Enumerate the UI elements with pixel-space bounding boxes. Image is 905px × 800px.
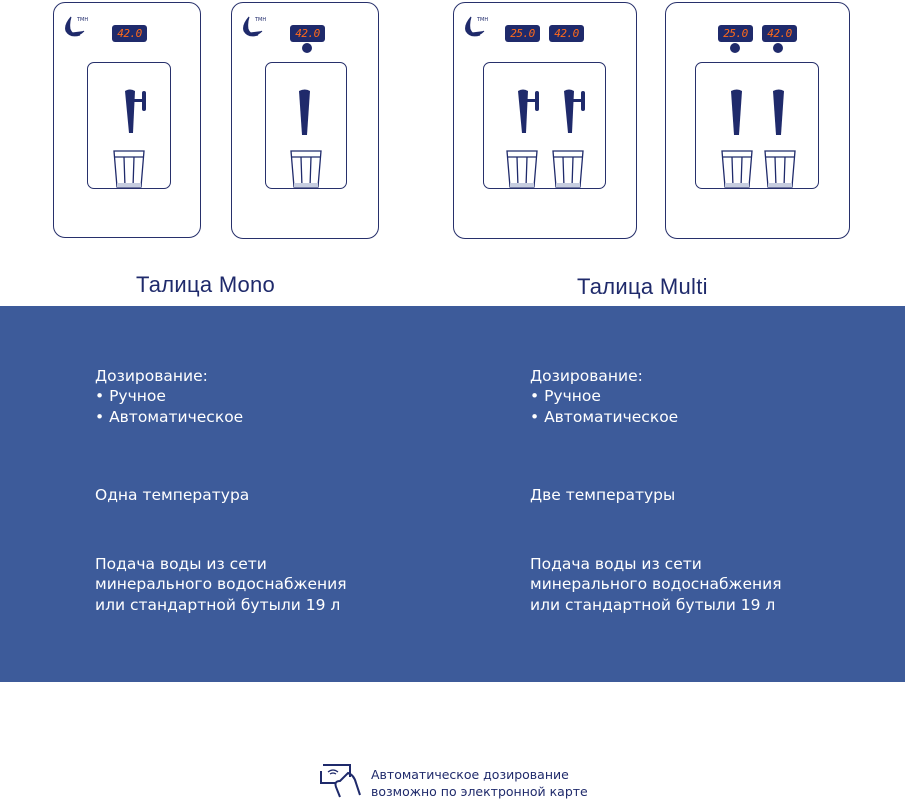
product-title-mono: Талица Mono (136, 272, 276, 297)
supply-line: или стандартной бутыли 19 л (95, 596, 341, 614)
dispensing-window (695, 62, 819, 189)
dosing-item: • Ручное (95, 387, 166, 405)
auto-tap-icon (731, 89, 742, 135)
dosing-label: Дозирование: (95, 367, 208, 385)
dosing-item: • Автоматическое (530, 408, 679, 426)
footer-note: Автоматическое дозирование возможно по э… (371, 766, 588, 800)
dosing-item: • Ручное (530, 387, 601, 405)
dispense-button[interactable] (302, 43, 312, 53)
dispensing-window (87, 62, 171, 189)
device-mono-auto: 42.0 (231, 2, 379, 239)
manual-tap-icon (125, 89, 146, 133)
device-multi-manual: 25.0 42.0 (453, 2, 637, 239)
dispense-button-1[interactable] (730, 43, 740, 53)
dosing-label: Дозирование: (530, 367, 643, 385)
auto-tap-icon (299, 89, 310, 135)
dispensing-window (483, 62, 606, 189)
dispense-button-2[interactable] (773, 43, 783, 53)
logo-icon (465, 16, 488, 37)
supply-line: Подача воды из сети (95, 555, 267, 573)
glass-icon (290, 150, 322, 188)
temperature-feature: Одна температура (95, 486, 250, 504)
supply-line: или стандартной бутыли 19 л (530, 596, 776, 614)
device-mono-manual: 42.0 (53, 2, 201, 238)
device-multi-auto: 25.0 42.0 (665, 2, 850, 239)
glass-icon (506, 150, 538, 188)
auto-tap-icon (773, 89, 784, 135)
temperature-display-2: 42.0 (762, 25, 797, 42)
temperature-display: 42.0 (290, 25, 325, 42)
supply-line: минерального водоснабжения (95, 575, 347, 593)
glass-icon (764, 150, 796, 188)
dispensing-window (265, 62, 347, 189)
supply-line: минерального водоснабжения (530, 575, 782, 593)
manual-tap-icon (518, 89, 539, 133)
footer-line-1: Автоматическое дозирование (371, 767, 569, 782)
logo-icon (243, 16, 266, 37)
features-band (0, 306, 905, 682)
logo-icon (65, 16, 88, 37)
temperature-display-2: 42.0 (549, 25, 584, 42)
temperature-display: 42.0 (112, 25, 147, 42)
glass-icon (721, 150, 753, 188)
temperature-feature: Две температуры (530, 486, 676, 504)
product-title-multi: Талица Multi (577, 274, 708, 299)
manual-tap-icon (564, 89, 585, 133)
temperature-display-1: 25.0 (718, 25, 753, 42)
temperature-display-1: 25.0 (505, 25, 540, 42)
supply-line: Подача воды из сети (530, 555, 702, 573)
dosing-item: • Автоматическое (95, 408, 244, 426)
card-payment-icon (320, 764, 361, 798)
glass-icon (113, 150, 145, 188)
footer-line-2: возможно по электронной карте (371, 784, 588, 799)
glass-icon (552, 150, 584, 188)
